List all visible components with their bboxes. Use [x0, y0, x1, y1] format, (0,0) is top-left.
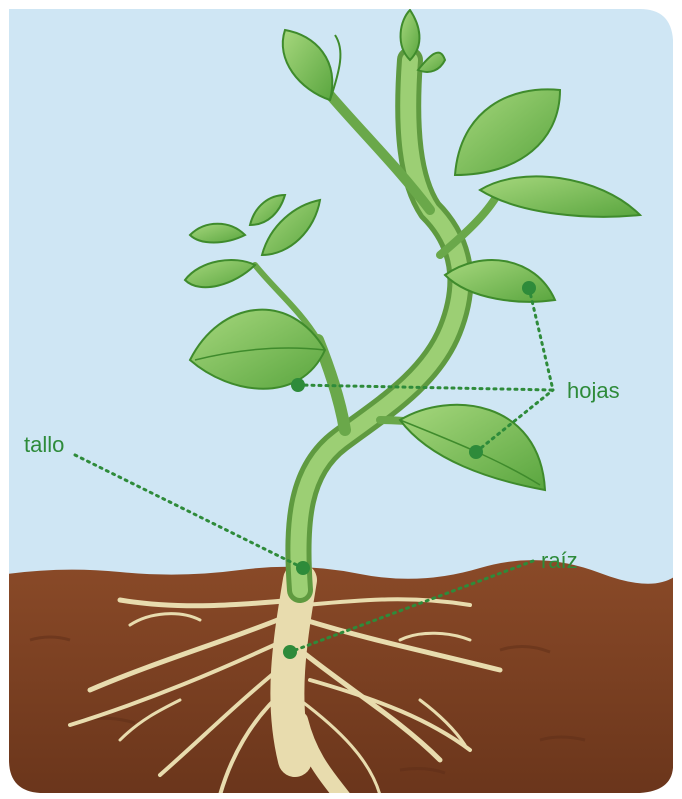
point-raiz: [283, 645, 297, 659]
point-hojas-2: [522, 281, 536, 295]
point-hojas-3: [469, 445, 483, 459]
point-hojas-1: [291, 378, 305, 392]
label-tallo: tallo: [24, 432, 64, 457]
label-hojas: hojas: [567, 378, 620, 403]
label-raiz: raíz: [541, 548, 578, 573]
point-tallo: [296, 561, 310, 575]
